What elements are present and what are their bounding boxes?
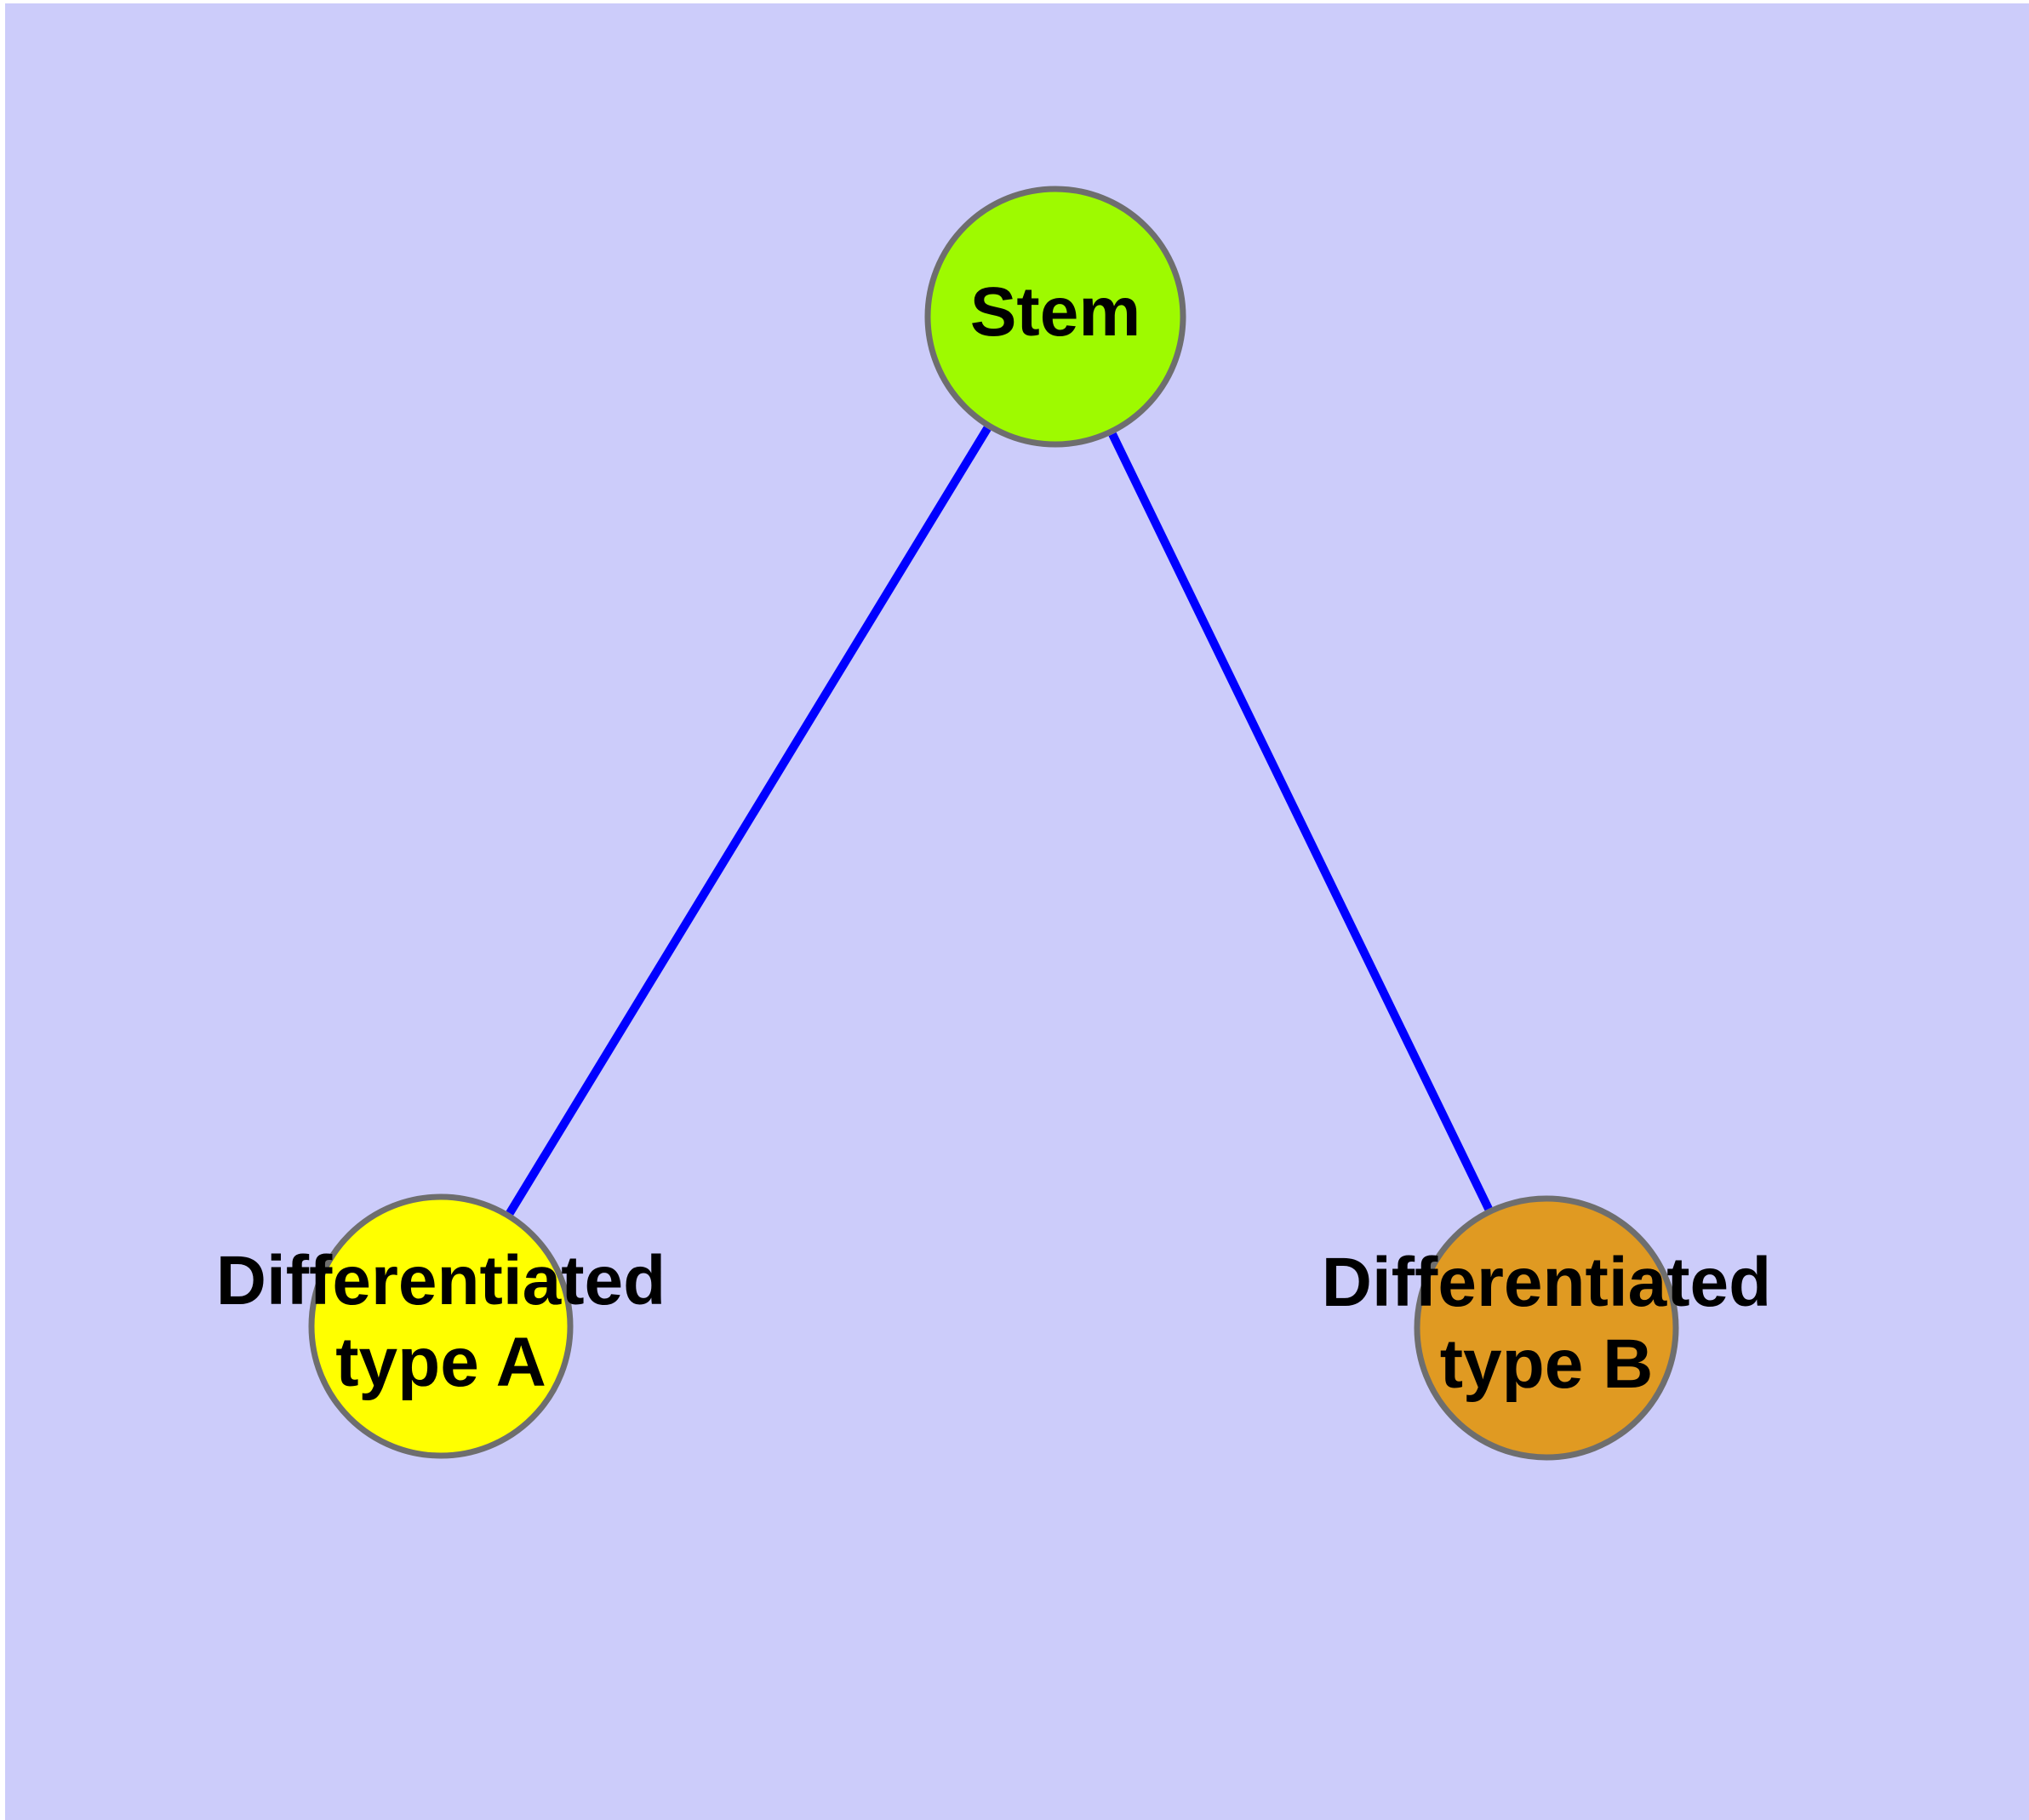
- node-label-line: Differentiated: [216, 1242, 666, 1319]
- node-label-stem: Stem: [970, 273, 1141, 351]
- node-label-line: type B: [1440, 1325, 1654, 1403]
- edge-stem-diff-a[interactable]: [506, 426, 992, 1216]
- node-label-line: Stem: [970, 273, 1141, 351]
- nodes-layer: [308, 186, 1679, 1461]
- node-label-line: type A: [335, 1324, 546, 1401]
- node-diff_a[interactable]: [308, 1193, 574, 1459]
- node-stem[interactable]: [924, 186, 1186, 448]
- node-diff_b[interactable]: [1414, 1195, 1679, 1461]
- node-label-line: Differentiated: [1322, 1244, 1772, 1321]
- edge-stem-diff-b[interactable]: [1108, 432, 1493, 1211]
- edges-layer: [506, 426, 1493, 1216]
